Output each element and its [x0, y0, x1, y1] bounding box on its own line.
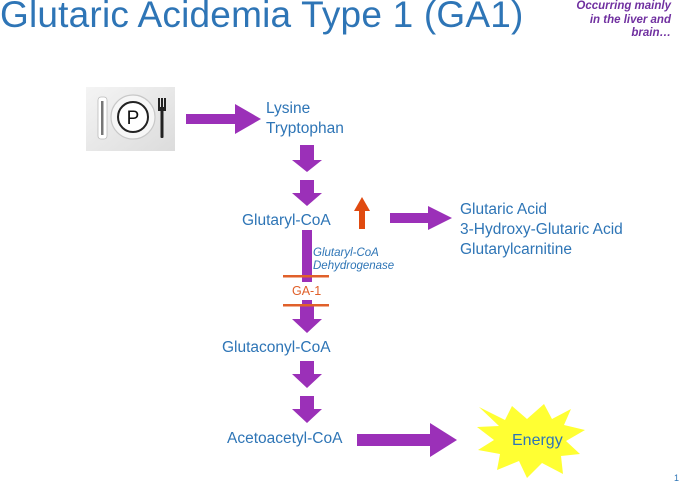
page-title: Glutaric Acidemia Type 1 (GA1) — [0, 0, 524, 35]
arrow-down-2 — [292, 180, 322, 206]
location-note-line: brain… — [631, 27, 671, 39]
location-note-line: in the liver and — [589, 13, 671, 26]
node-tryptophan: Tryptophan — [266, 120, 344, 137]
node-glutarylcarnitine: Glutarylcarnitine — [460, 241, 572, 258]
node-lysine: Lysine — [266, 100, 311, 117]
enzyme-label-line: Dehydrogenase — [313, 260, 395, 272]
node-energy: Energy — [512, 432, 563, 449]
enzyme-label-line: Glutaryl-CoA — [313, 247, 379, 259]
arrow-down-5 — [292, 361, 322, 388]
page-number: 1 — [673, 473, 679, 483]
arrow-to-glutaric-acid — [390, 206, 452, 230]
block-bar-top — [283, 275, 329, 278]
plate-letter: P — [127, 108, 140, 129]
location-note-line: Occurring mainly — [576, 0, 671, 12]
arrow-down-4 — [292, 306, 322, 333]
node-glutaconyl-coa: Glutaconyl-CoA — [222, 339, 331, 356]
arrow-to-energy — [357, 423, 457, 457]
arrow-down-6 — [292, 396, 322, 423]
block-label: GA-1 — [292, 284, 322, 298]
node-glutaryl-coa: Glutaryl-CoA — [242, 212, 331, 229]
location-note: Occurring mainly in the liver and brain… — [576, 0, 671, 41]
block-bar-bottom — [283, 304, 329, 307]
arrow-down-1 — [292, 145, 322, 172]
enzyme-label: Glutaryl-CoA Dehydrogenase — [313, 247, 394, 273]
meal-plate-icon: P — [86, 87, 175, 151]
increase-arrow-icon — [354, 197, 370, 229]
energy-burst-icon — [477, 404, 585, 478]
arrow-meal-to-lysine — [186, 104, 261, 134]
node-3-hydroxy-glutaric-acid: 3-Hydroxy-Glutaric Acid — [460, 221, 623, 238]
node-glutaric-acid: Glutaric Acid — [460, 201, 548, 218]
node-acetoacetyl-coa: Acetoacetyl-CoA — [227, 430, 343, 447]
enzyme-step-line — [302, 230, 312, 282]
